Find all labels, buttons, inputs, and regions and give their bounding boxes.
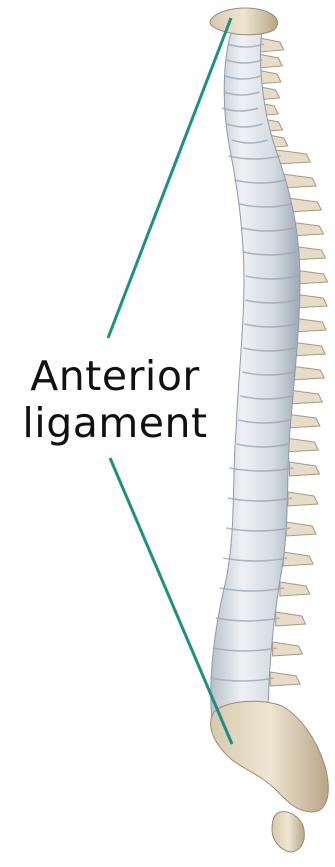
vertebral-process-23 xyxy=(283,552,313,566)
vertebral-process-20 xyxy=(289,462,319,476)
vertebral-process-0 xyxy=(260,38,284,52)
vertebral-process-27 xyxy=(270,672,300,686)
vertebral-process-22 xyxy=(286,522,316,536)
label-ligament: ligament xyxy=(0,399,230,447)
leader-line-top xyxy=(108,18,231,338)
vertebral-process-21 xyxy=(288,492,318,506)
vertebral-process-26 xyxy=(273,642,303,656)
atlas-vertebra xyxy=(210,8,278,35)
label-anterior: Anterior xyxy=(0,352,230,400)
coccyx xyxy=(272,812,304,852)
vertebral-process-1 xyxy=(258,54,282,68)
sacrum xyxy=(211,701,329,812)
vertebral-process-24 xyxy=(280,582,310,596)
vertebral-process-25 xyxy=(276,612,306,626)
leader-line-bottom xyxy=(110,458,232,744)
vertebral-process-7 xyxy=(276,150,310,164)
